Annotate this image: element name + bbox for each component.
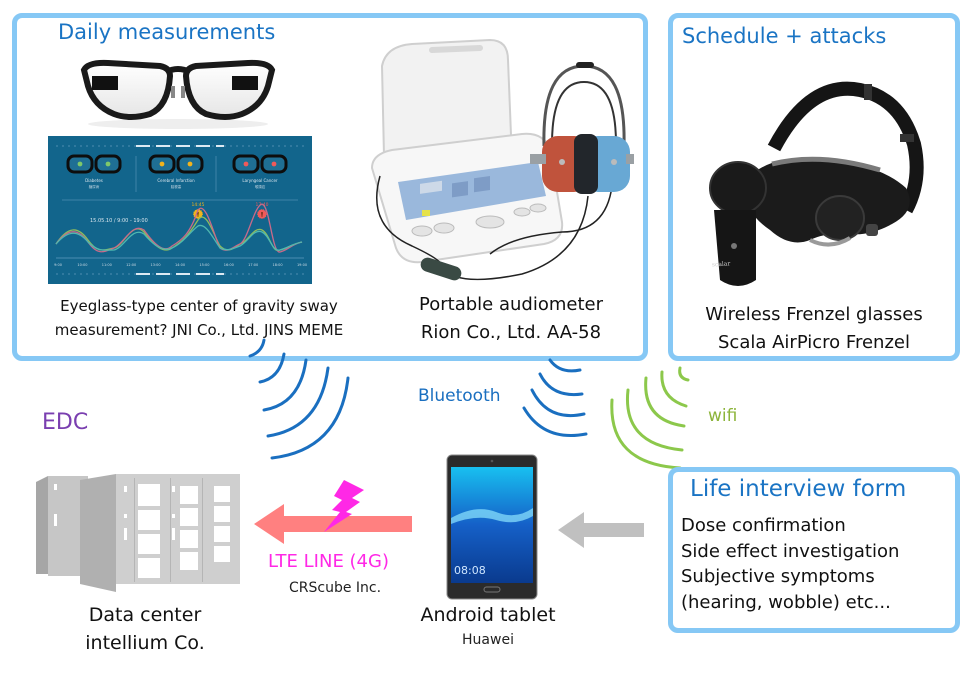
jins-x-tick: 16:00 (224, 263, 234, 267)
wave-arc (625, 388, 684, 452)
wave-arc (678, 366, 690, 382)
lte-provider-label: CRScube Inc. (289, 580, 382, 596)
jins-x-tick: 9:00 (54, 263, 62, 267)
jins-x-tick: 11:00 (102, 263, 112, 267)
wave-arc (644, 376, 686, 428)
jins-panel-sublabel: 脳梗塞 (171, 184, 182, 189)
wave-arc (610, 398, 682, 470)
jins-panel-sublabel: 糖尿病 (89, 184, 100, 189)
jins-x-tick: 19:00 (297, 263, 307, 267)
interview-item: Side effect investigation (681, 541, 900, 562)
wave-arc (522, 406, 588, 437)
frenzel-brand-label: scalar (712, 260, 731, 268)
wave-arc (262, 358, 308, 412)
frenzel-goggles-icon: scalar (709, 81, 924, 286)
jins-panel-label: Laryngeal Cancer (242, 178, 278, 183)
jins-x-tick: 18:00 (273, 263, 283, 267)
wave-arc (266, 366, 330, 438)
jins-x-tick: 12:00 (126, 263, 136, 267)
jins-caption-line2: measurement? JNI Co., Ltd. JINS MEME (54, 321, 344, 339)
edc-label: EDC (42, 410, 89, 435)
wave-arc (548, 358, 582, 373)
interview-item: Dose confirmation (681, 515, 846, 536)
wave-arc (538, 372, 584, 397)
data-center-caption-line1: Data center (88, 604, 202, 626)
wifi-label: wifi (708, 406, 738, 426)
daily-measurements-title: Daily measurements (58, 20, 276, 44)
bluetooth-label: Bluetooth (418, 386, 501, 406)
data-center-caption-line2: intellium Co. (85, 632, 205, 654)
alert-exclamation-icon: ! (261, 212, 264, 219)
jins-panel-label: Cerebral Infarction (157, 178, 195, 183)
jins-x-tick: 13:00 (151, 263, 161, 267)
jins-caption-line1: Eyeglass-type center of gravity sway (60, 297, 338, 315)
tablet-brand: Huawei (462, 632, 514, 648)
tablet-caption: Android tablet (420, 604, 556, 626)
jins-panel-glasses-icon (232, 154, 288, 174)
jins-panel-glasses-icon (148, 154, 204, 174)
jins-date-range: 15.05.10 / 9:00 - 19:00 (90, 218, 148, 224)
interview-item: (hearing, wobble) etc... (681, 592, 891, 613)
wave-arc (270, 376, 350, 460)
schedule-attacks-title: Schedule + attacks (682, 24, 887, 48)
server-racks-icon (36, 474, 240, 592)
smart-glasses-icon (80, 59, 276, 129)
audiometer-caption-line1: Portable audiometer (419, 294, 603, 315)
alert-exclamation-icon: ! (197, 212, 200, 219)
jins-x-tick: 15:00 (199, 263, 209, 267)
jins-panel-glasses-icon (66, 154, 122, 174)
wave-arc (530, 388, 586, 418)
frenzel-caption-line1: Wireless Frenzel glasses (705, 304, 923, 325)
alert-icon (257, 209, 267, 219)
lightning-bolt-icon (324, 480, 364, 532)
audiometer-caption-line2: Rion Co., Ltd. AA-58 (420, 322, 602, 343)
android-tablet-icon: 08:08 (446, 454, 538, 600)
jins-x-tick: 10:00 (77, 263, 87, 267)
interview-item: Subjective symptoms (681, 566, 875, 587)
bluetooth-waves-left (248, 338, 350, 460)
jins-panel-sublabel: 喉頭癌 (255, 184, 266, 189)
wave-arc (660, 370, 688, 408)
wifi-waves (610, 366, 690, 470)
jins-x-tick: 14:00 (175, 263, 185, 267)
frenzel-caption-line2: Scala AirPicro Frenzel (718, 332, 910, 353)
jins-alert-time: 14:45 (192, 202, 205, 208)
wave-arc (248, 338, 266, 358)
jins-x-tick: 17:00 (248, 263, 258, 267)
bluetooth-waves-right (522, 358, 588, 437)
lte-line-label: LTE LINE (4G) (268, 551, 389, 572)
wave-arc (258, 352, 286, 384)
jins-alert-time: 17:40 (256, 202, 269, 208)
tablet-clock: 08:08 (454, 564, 486, 577)
life-interview-title: Life interview form (690, 476, 907, 502)
jins-panel-label: Diabetes (85, 178, 103, 183)
input-arrow (558, 512, 644, 548)
audiometer-icon (370, 38, 634, 281)
life-interview-box (668, 467, 960, 633)
